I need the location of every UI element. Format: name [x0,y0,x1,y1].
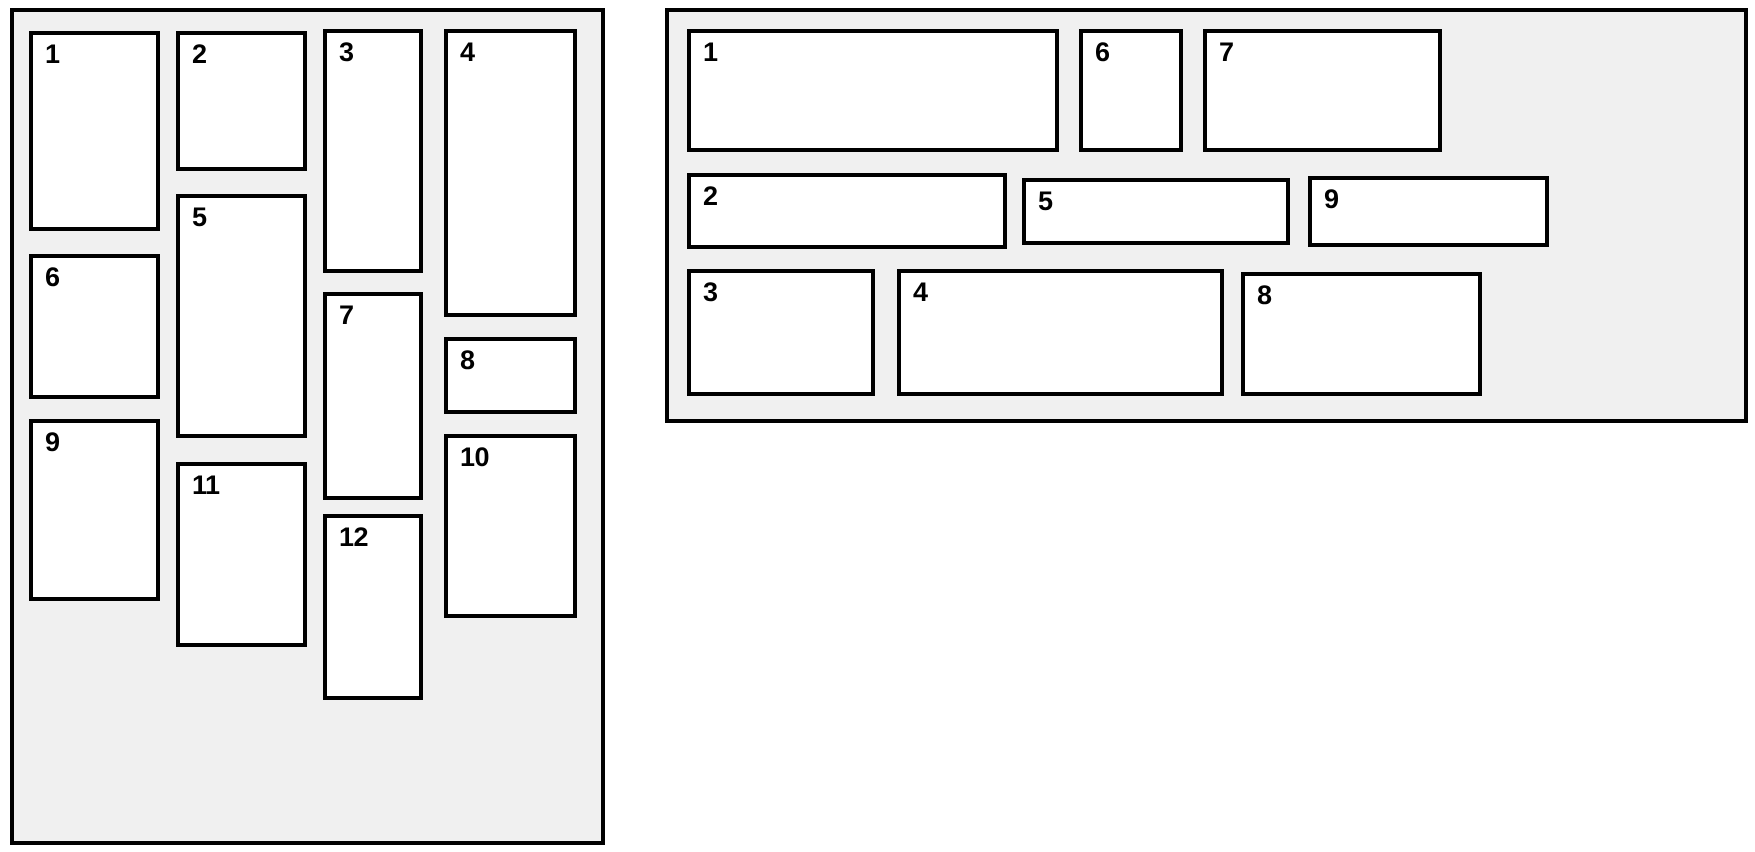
box-4[interactable]: 4 [897,269,1224,396]
box-6[interactable]: 6 [29,254,160,399]
box-label: 1 [703,37,718,67]
box-label: 2 [703,181,718,211]
box-label: 6 [45,262,60,292]
box-2[interactable]: 2 [176,31,307,171]
box-9[interactable]: 9 [29,419,160,601]
box-12[interactable]: 12 [323,514,423,700]
box-8[interactable]: 8 [1241,272,1482,396]
box-label: 8 [1257,280,1272,310]
box-label: 11 [192,470,220,500]
box-label: 3 [703,277,718,307]
box-label: 2 [192,39,207,69]
box-6[interactable]: 6 [1079,29,1183,152]
box-5[interactable]: 5 [176,194,307,438]
box-label: 6 [1095,37,1110,67]
box-7[interactable]: 7 [323,292,423,500]
box-label: 4 [460,37,475,67]
box-label: 5 [1038,186,1053,216]
box-4[interactable]: 4 [444,29,577,317]
box-1[interactable]: 1 [687,29,1059,152]
box-label: 3 [339,37,354,67]
box-1[interactable]: 1 [29,31,160,231]
box-label: 7 [1219,37,1234,67]
box-11[interactable]: 11 [176,462,307,647]
box-8[interactable]: 8 [444,337,577,414]
box-label: 7 [339,300,354,330]
box-9[interactable]: 9 [1308,176,1549,247]
box-label: 4 [913,277,928,307]
box-label: 1 [45,39,60,69]
box-10[interactable]: 10 [444,434,577,618]
box-5[interactable]: 5 [1022,178,1290,245]
box-3[interactable]: 3 [687,269,875,396]
box-label: 9 [1324,184,1339,214]
box-label: 12 [339,522,369,552]
box-7[interactable]: 7 [1203,29,1442,152]
box-3[interactable]: 3 [323,29,423,273]
box-label: 10 [460,442,490,472]
box-2[interactable]: 2 [687,173,1007,249]
box-label: 5 [192,202,207,232]
box-label: 9 [45,427,60,457]
box-label: 8 [460,345,475,375]
